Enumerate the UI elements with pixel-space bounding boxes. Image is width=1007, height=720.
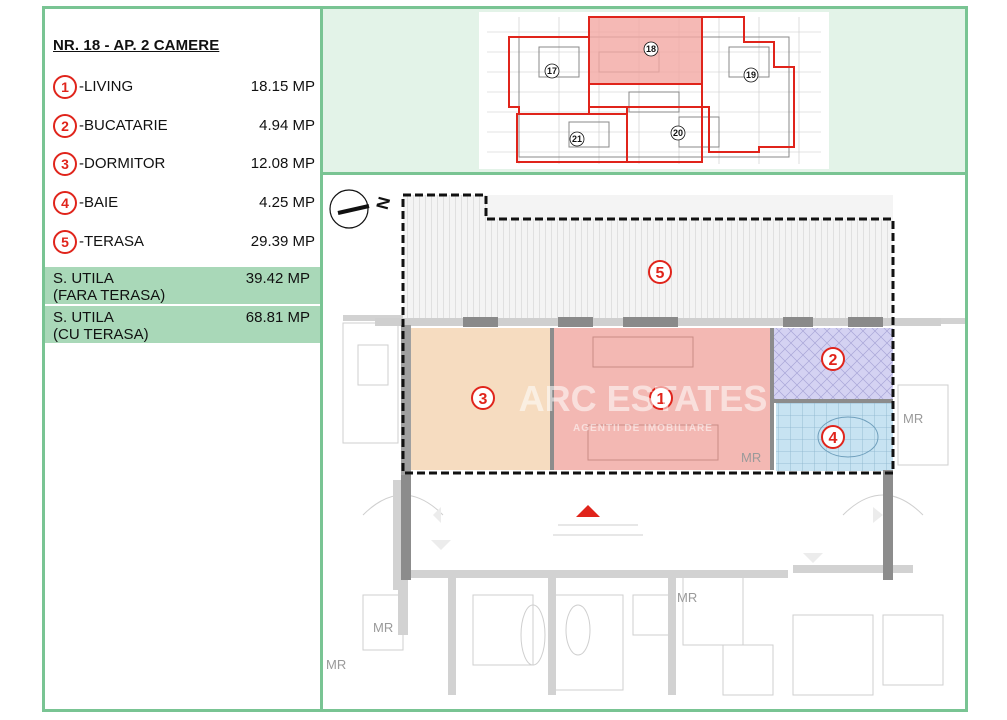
room-number-badge: 3 bbox=[53, 152, 77, 176]
key-unit-17: 17 bbox=[547, 66, 557, 76]
north-arrow: N bbox=[329, 189, 395, 229]
key-unit-20: 20 bbox=[673, 128, 683, 138]
room-label-1: 1 bbox=[657, 391, 666, 408]
room-number-badge: 1 bbox=[53, 75, 77, 99]
mr-label: MR bbox=[326, 657, 346, 672]
room-number-badge: 2 bbox=[53, 114, 77, 138]
total-area-with-terrace: S. UTILA (CU TERASA) 68.81 MP bbox=[45, 306, 320, 343]
legend-row-kitchen: 2 -BUCATARIE 4.94 MP bbox=[53, 114, 315, 140]
room-name: -LIVING bbox=[79, 78, 134, 95]
total-value: 68.81 MP bbox=[245, 309, 310, 326]
room-label-5: 5 bbox=[656, 265, 665, 282]
room-area: 12.08 MP bbox=[250, 155, 315, 172]
key-plan: 18 17 19 21 20 bbox=[479, 12, 829, 169]
room-area: 29.39 MP bbox=[250, 233, 315, 250]
mr-label: MR bbox=[373, 620, 393, 635]
total-value: 39.42 MP bbox=[245, 270, 310, 287]
total-area-without-terrace: S. UTILA (FARA TERASA) 39.42 MP bbox=[45, 267, 320, 304]
room-label-2: 2 bbox=[829, 352, 838, 369]
mr-label: MR bbox=[903, 411, 923, 426]
terrace-area bbox=[403, 195, 893, 323]
north-label: N bbox=[373, 195, 395, 212]
total-label: S. UTILA bbox=[53, 270, 114, 287]
floor-plan-panel: 5 1 2 3 4 MR MR MR MR MR N ARC ESTATES A… bbox=[320, 172, 968, 712]
room-number-badge: 4 bbox=[53, 191, 77, 215]
key-unit-18: 18 bbox=[646, 44, 656, 54]
apartment-title: NR. 18 - AP. 2 CAMERE bbox=[53, 37, 220, 54]
legend-row-bedroom: 3 -DORMITOR 12.08 MP bbox=[53, 152, 315, 178]
total-label: S. UTILA bbox=[53, 309, 114, 326]
room-label-4: 4 bbox=[829, 430, 838, 447]
legend-row-bath: 4 -BAIE 4.25 MP bbox=[53, 191, 315, 217]
room-area: 18.15 MP bbox=[250, 78, 315, 95]
total-sublabel: (CU TERASA) bbox=[53, 326, 149, 343]
room-label-3: 3 bbox=[479, 391, 488, 408]
legend-row-terrace: 5 -TERASA 29.39 MP bbox=[53, 230, 315, 256]
room-name: -TERASA bbox=[79, 233, 145, 250]
room-name: -DORMITOR bbox=[79, 155, 166, 172]
legend-panel: NR. 18 - AP. 2 CAMERE 1 -LIVING 18.15 MP… bbox=[42, 6, 323, 712]
mr-label: MR bbox=[741, 450, 761, 465]
entrance-marker bbox=[576, 505, 600, 517]
legend-row-living: 1 -LIVING 18.15 MP bbox=[53, 75, 315, 101]
floor-plan: 5 1 2 3 4 MR MR MR MR MR N ARC ESTATES A… bbox=[326, 189, 965, 696]
room-name: -BUCATARIE bbox=[79, 117, 168, 134]
key-unit-19: 19 bbox=[746, 70, 756, 80]
mr-label: MR bbox=[677, 590, 697, 605]
key-plan-drawing: 18 17 19 21 20 bbox=[487, 16, 821, 164]
room-area: 4.94 MP bbox=[259, 117, 315, 134]
room-number-badge: 5 bbox=[53, 230, 77, 254]
total-sublabel: (FARA TERASA) bbox=[53, 287, 166, 304]
room-area: 4.25 MP bbox=[259, 194, 315, 211]
watermark-tagline: AGENTII DE IMOBILIARE bbox=[573, 423, 713, 434]
watermark-logo: ARC ESTATES bbox=[519, 378, 768, 419]
key-unit-21: 21 bbox=[572, 134, 582, 144]
room-name: -BAIE bbox=[79, 194, 119, 211]
key-plan-panel: 18 17 19 21 20 bbox=[320, 6, 968, 175]
